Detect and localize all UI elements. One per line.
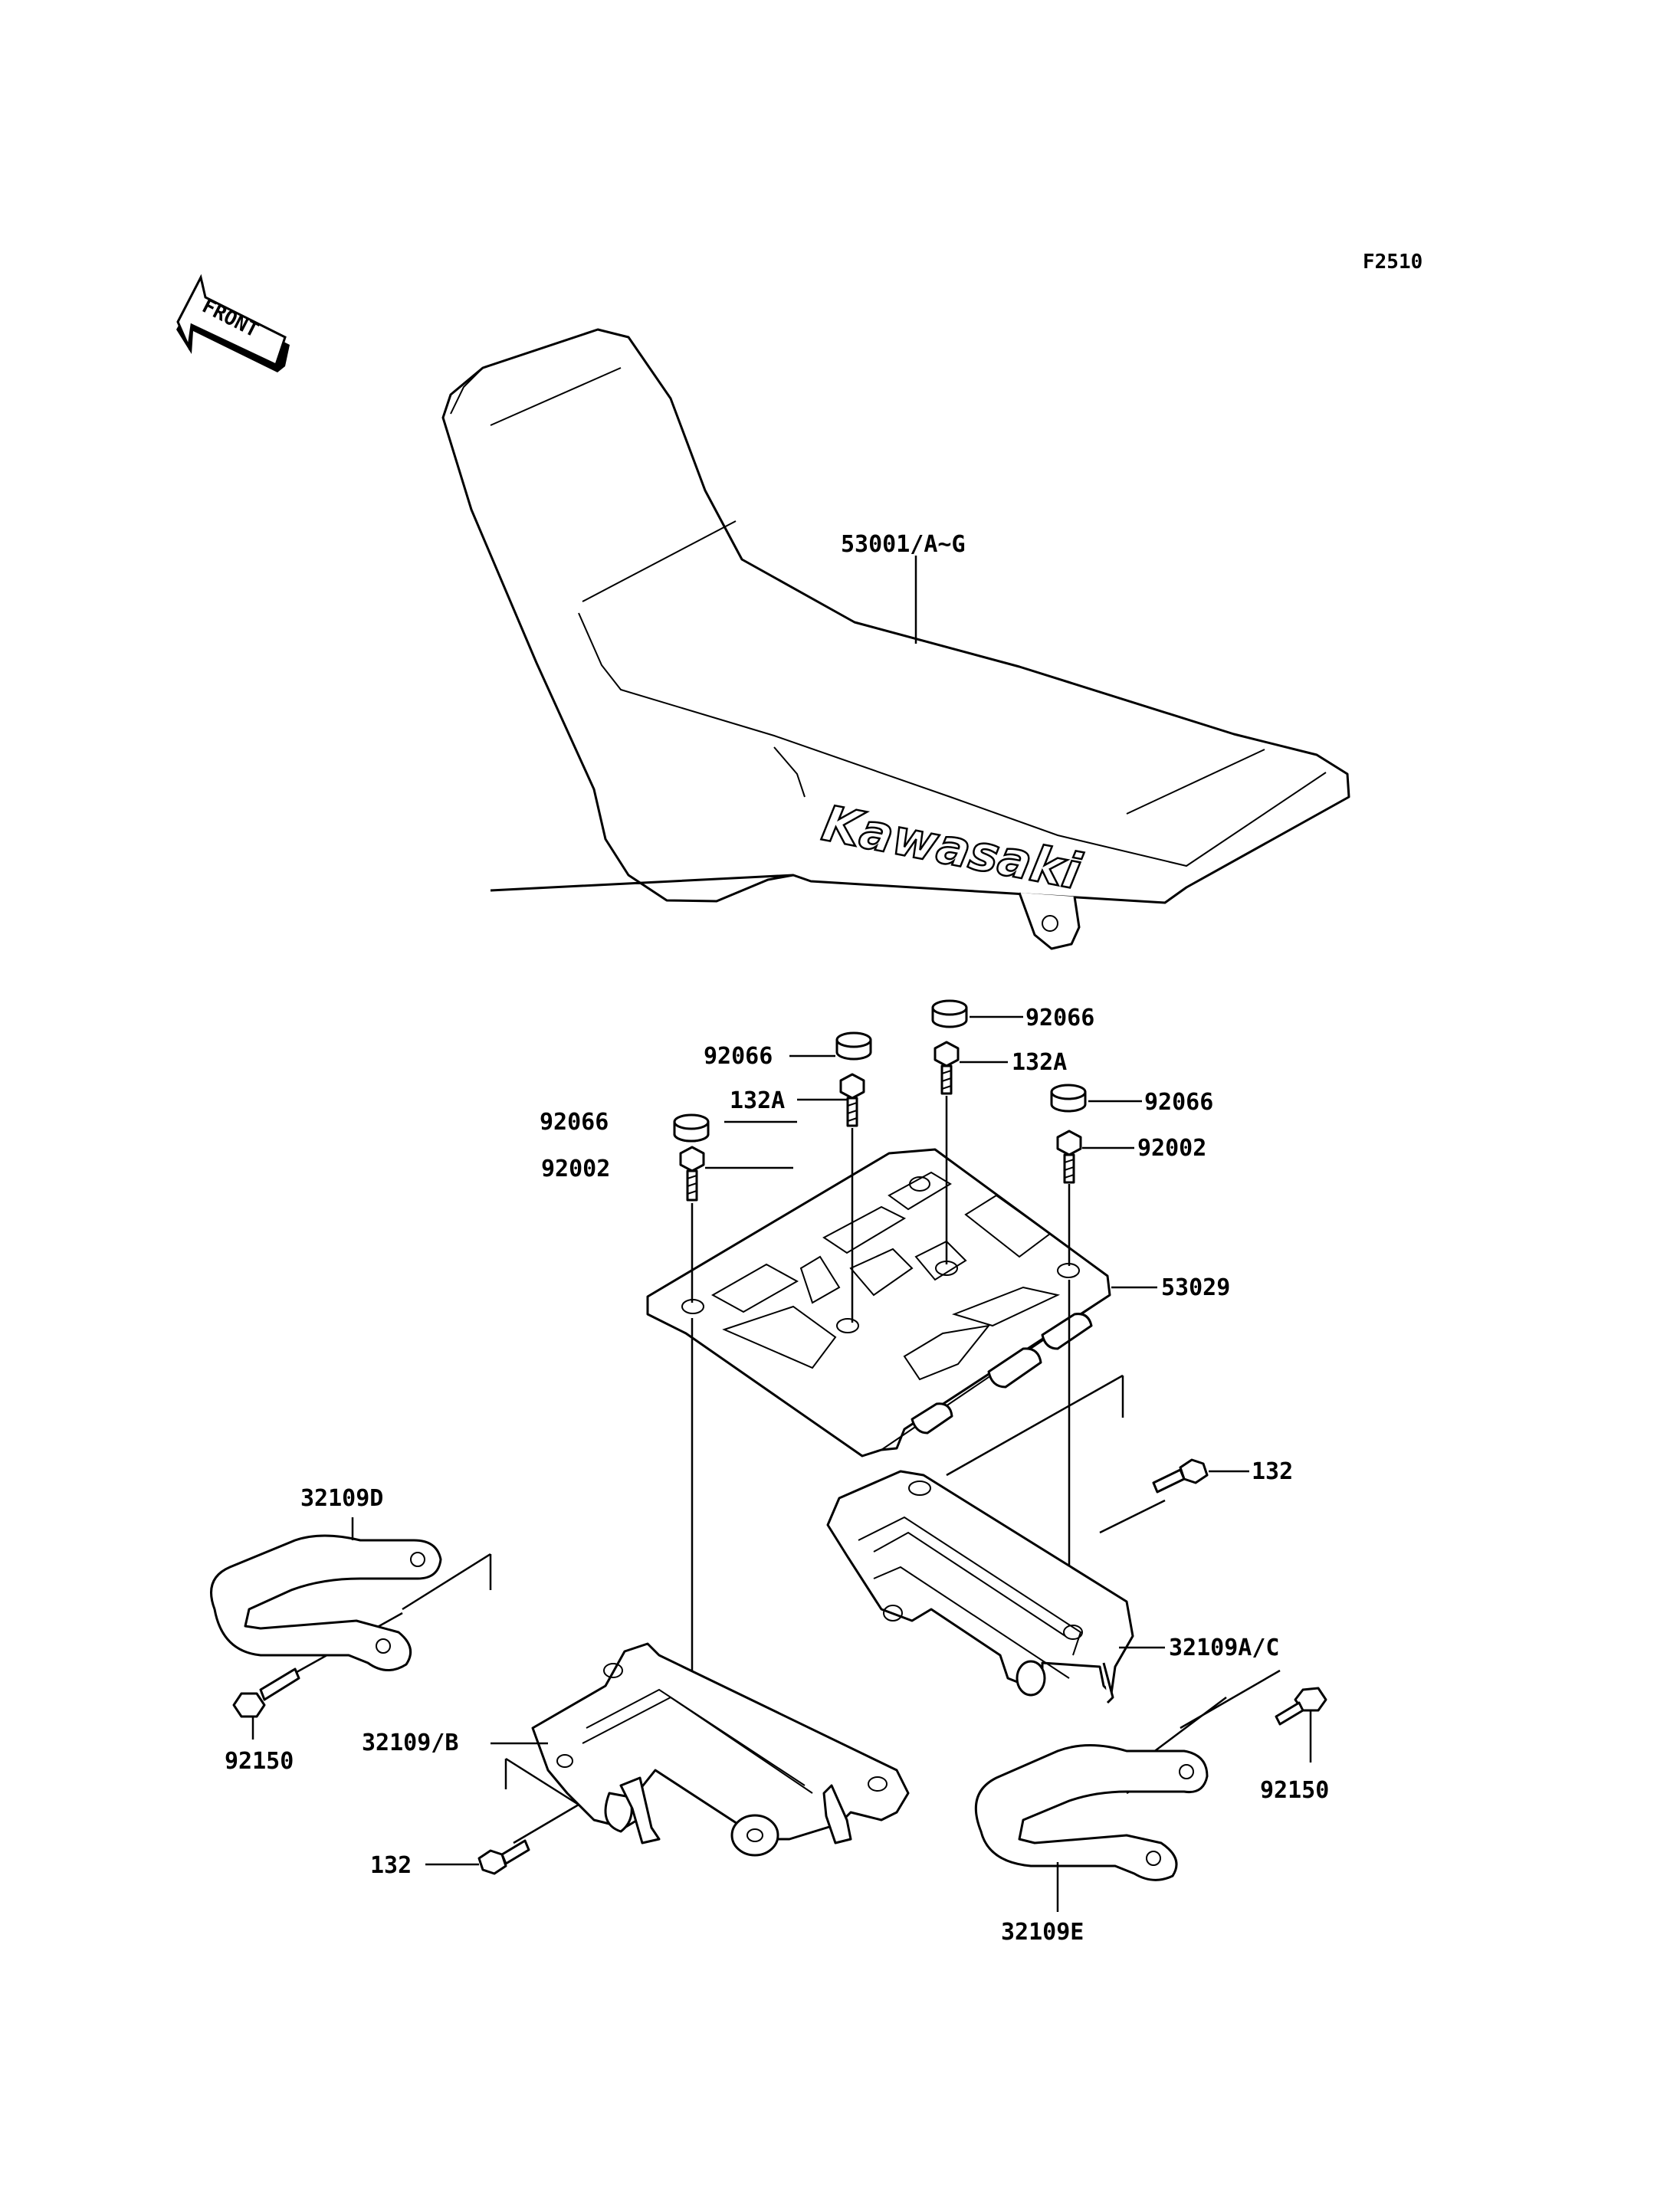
bolt-92150-left	[232, 1667, 300, 1718]
front-arrow-icon: FRONT	[176, 274, 290, 372]
bracket-left-drawing	[531, 1642, 910, 1857]
rubber-cap-3	[931, 999, 968, 1028]
label-cap-2: 92066	[704, 1043, 773, 1070]
label-bolt-132-right: 132	[1252, 1458, 1293, 1485]
grip-e-drawing	[974, 1744, 1209, 1881]
figure-code: F2510	[1363, 251, 1422, 274]
bolt-92002-right	[1056, 1130, 1082, 1184]
rubber-cap-2	[835, 1031, 872, 1061]
seat-drawing: Kawasaki	[441, 328, 1350, 950]
label-bracket-b: 32109/B	[362, 1730, 458, 1756]
assembly-lines	[271, 1096, 1281, 1844]
bolt-132a-center	[839, 1073, 865, 1127]
label-grip-e: 32109E	[1001, 1919, 1084, 1946]
grip-d-drawing	[210, 1534, 442, 1671]
label-bolt-92002-right: 92002	[1137, 1135, 1206, 1162]
bolt-92002-left	[679, 1146, 705, 1202]
label-bolt-132a-center: 132A	[730, 1087, 785, 1114]
bolt-132-left	[477, 1839, 530, 1875]
label-bracket-ac: 32109A/C	[1169, 1635, 1280, 1661]
bolt-132a-right	[934, 1041, 960, 1095]
rubber-cap-4	[1050, 1084, 1087, 1113]
label-bolt-92150-left: 92150	[225, 1748, 294, 1775]
label-grip-d: 32109D	[300, 1485, 383, 1512]
label-bolt-92002-left: 92002	[541, 1156, 610, 1182]
label-cap-3: 92066	[1025, 1005, 1094, 1031]
rubber-cap-1	[673, 1113, 710, 1143]
label-cap-4: 92066	[1144, 1089, 1213, 1116]
bolt-132-right	[1152, 1458, 1209, 1494]
label-carrier: 53029	[1161, 1274, 1230, 1301]
bolt-92150-right	[1275, 1687, 1327, 1726]
label-bolt-132-left: 132	[370, 1852, 412, 1879]
bracket-right-drawing	[826, 1470, 1134, 1704]
label-bolt-92150-right: 92150	[1260, 1777, 1329, 1804]
label-cap-1: 92066	[540, 1109, 609, 1136]
leader-lines	[251, 556, 1312, 1912]
label-bolt-132a-right: 132A	[1012, 1049, 1067, 1076]
carrier-drawing	[646, 1148, 1111, 1458]
label-seat: 53001/A~G	[841, 531, 966, 558]
